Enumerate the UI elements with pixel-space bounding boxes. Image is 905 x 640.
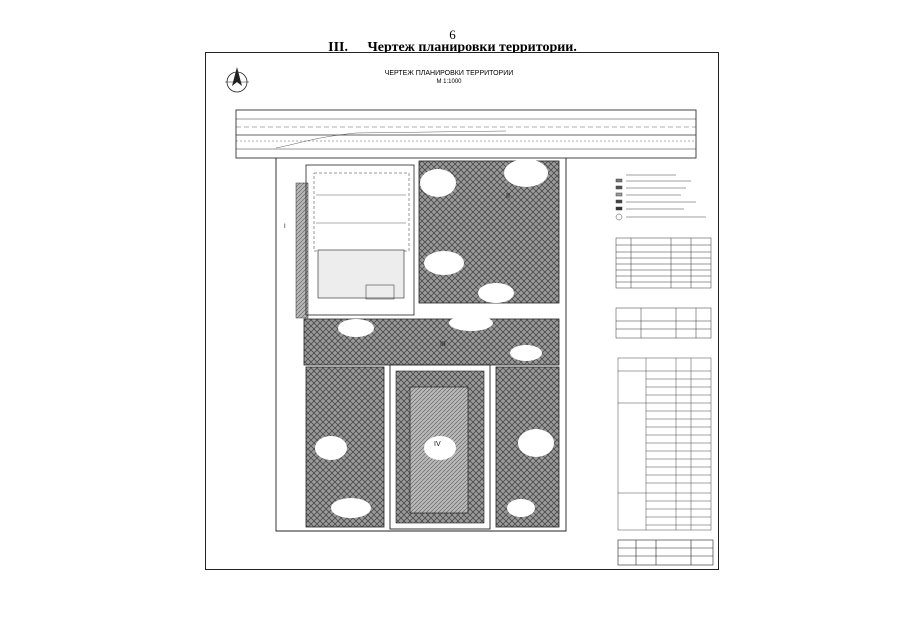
zone-label-iv: IV: [434, 441, 441, 448]
table-3: [617, 357, 712, 531]
zone-iv: IV: [389, 364, 491, 530]
zone-label-ii: II: [506, 193, 510, 200]
section-title: Чертеж планировки территории.: [367, 40, 577, 55]
legend-block: [615, 174, 706, 221]
north-arrow-icon: [225, 67, 249, 93]
zone-label-iii: III: [440, 341, 446, 348]
section-number: III.: [328, 40, 348, 55]
left-strip: [295, 182, 309, 319]
section-heading: III. Чертеж планировки территории.: [0, 40, 905, 56]
table-2: [615, 307, 712, 339]
planning-drawing-sheet: ЧЕРТЕЖ ПЛАНИРОВКИ ТЕРРИТОРИИ М 1:1000: [205, 52, 719, 570]
site-boundary: [275, 158, 567, 532]
buildings-block: [305, 164, 415, 316]
road-corridor: [235, 109, 697, 159]
zone-ii: II: [418, 159, 560, 304]
drawing-title: ЧЕРТЕЖ ПЛАНИРОВКИ ТЕРРИТОРИИ: [385, 70, 514, 77]
table-1: [615, 237, 712, 289]
planning-drawing: ЧЕРТЕЖ ПЛАНИРОВКИ ТЕРРИТОРИИ М 1:1000: [225, 67, 714, 566]
title-block: [617, 539, 714, 566]
drawing-scale: М 1:1000: [436, 79, 462, 85]
zone-label-i: I: [284, 224, 286, 230]
page-number: 6: [449, 27, 456, 42]
zone-iii: III: [303, 315, 560, 366]
